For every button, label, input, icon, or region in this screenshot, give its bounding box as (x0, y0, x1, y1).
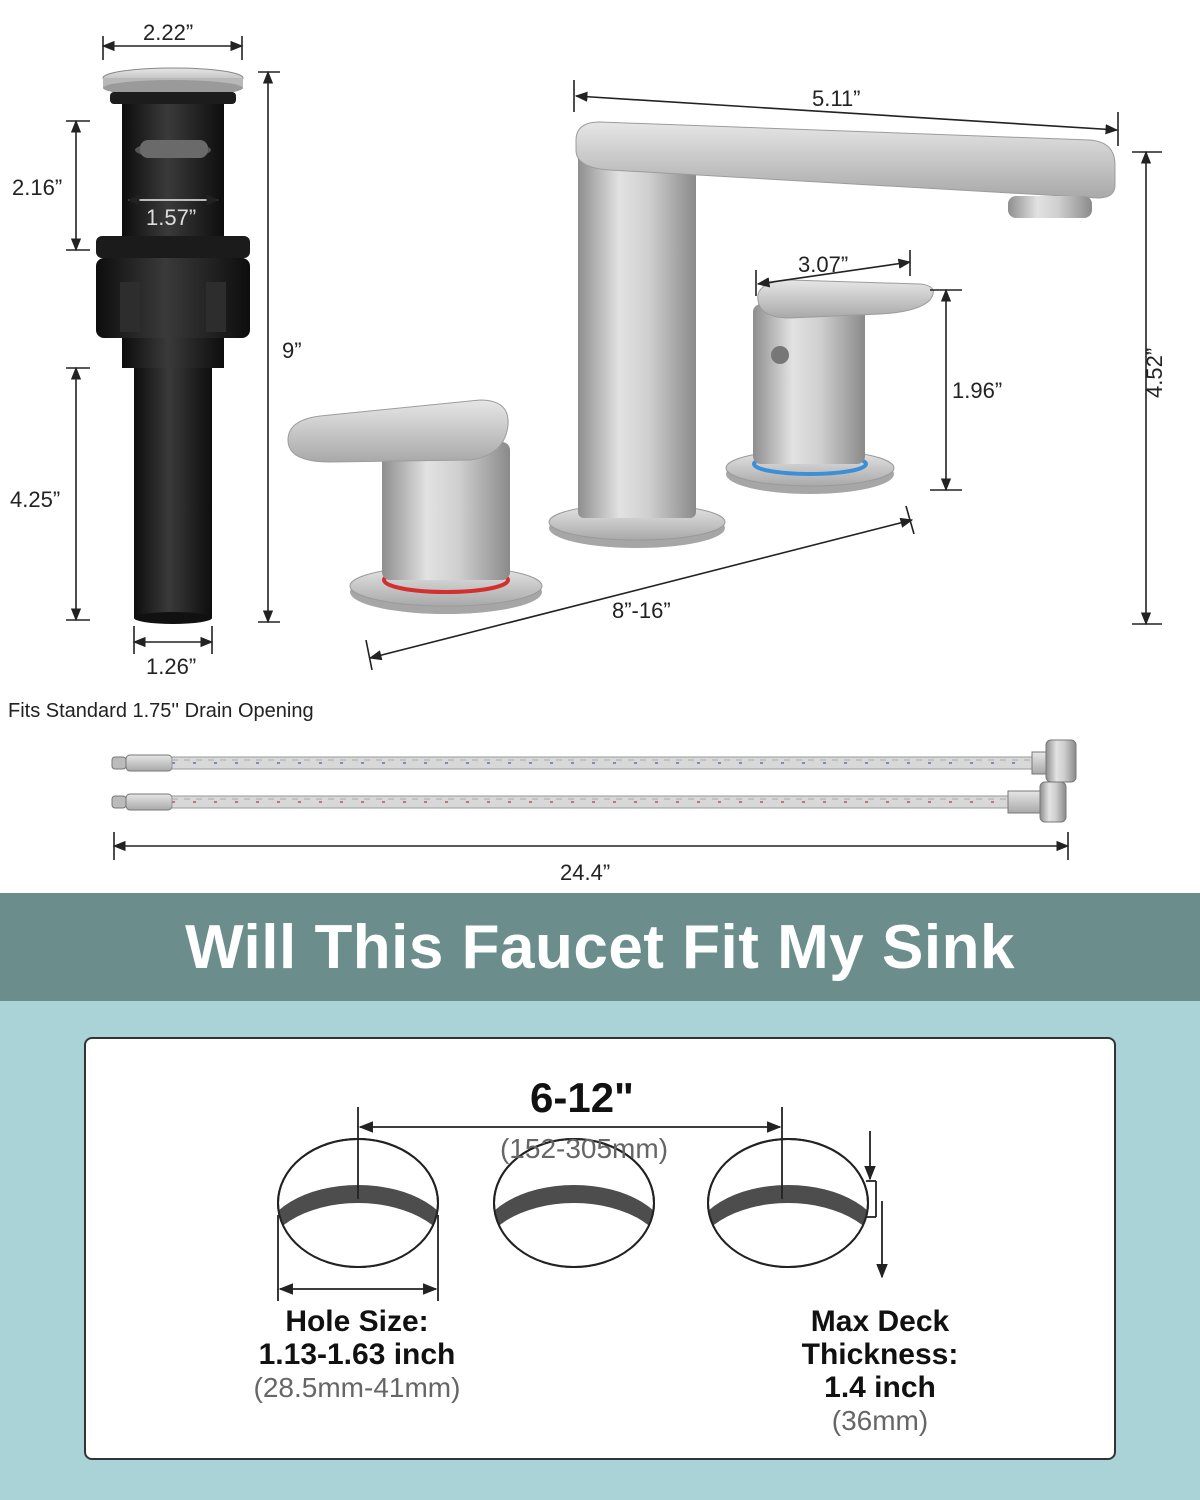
cold-handle (725, 279, 934, 494)
sink-hole-right (707, 1138, 869, 1268)
drain-tail-length-label: 4.25” (10, 487, 61, 512)
product-illustration (66, 36, 1162, 860)
drain-dimension-lines (66, 36, 280, 654)
hose-dimension-line (112, 832, 1070, 860)
faucet-dimension-lines (365, 80, 1162, 671)
sink-hole-middle (493, 1138, 655, 1268)
drain-body-width-label: 1.57” (146, 205, 197, 230)
hole-spacing-arrow (357, 1107, 783, 1199)
spread-label: 8”-16” (612, 598, 671, 623)
hole-spacing-mm-label: (152-305mm) (499, 1133, 669, 1164)
drain-total-height-label: 9” (282, 338, 302, 363)
hole-spacing-label: 6-12" (530, 1074, 634, 1121)
hole-size-arrow (277, 1215, 439, 1301)
supply-hoses (111, 739, 1077, 823)
sink-holes-diagram (277, 1107, 888, 1301)
title-banner: Will This Faucet Fit My Sink (0, 893, 1200, 1001)
faucet-height-label: 4.52” (1142, 347, 1167, 398)
drain-cap-width-label: 2.22” (143, 20, 194, 45)
banner-title: Will This Faucet Fit My Sink (185, 912, 1015, 982)
hole-size-value: 1.13-1.63 inch (258, 1338, 456, 1371)
spout-reach-label: 5.11” (812, 86, 861, 111)
sink-hole-left (277, 1138, 439, 1268)
sink-fit-card (84, 1037, 1116, 1460)
deck-thickness-value: 1.4 inch (824, 1371, 936, 1404)
deck-thickness-arrow (864, 1131, 888, 1279)
hole-size-mm: (28.5mm-41mm) (253, 1372, 461, 1403)
handle-height-label: 1.96” (952, 378, 1003, 403)
hole-size-title: Hole Size: (285, 1305, 429, 1338)
hose-length-label: 24.4” (560, 860, 611, 885)
hot-handle (287, 399, 543, 614)
drain-tail-width-label: 1.26” (146, 654, 197, 679)
deck-thickness-mm: (36mm) (831, 1405, 929, 1436)
pop-up-drain (96, 67, 250, 624)
drain-overflow-height-label: 2.16” (12, 175, 63, 200)
drain-caption: Fits Standard 1.75'' Drain Opening (8, 700, 314, 722)
deck-thickness-title-2: Thickness: (801, 1338, 959, 1371)
deck-thickness-title-1: Max Deck (810, 1305, 950, 1338)
handle-length-label: 3.07” (798, 252, 849, 277)
